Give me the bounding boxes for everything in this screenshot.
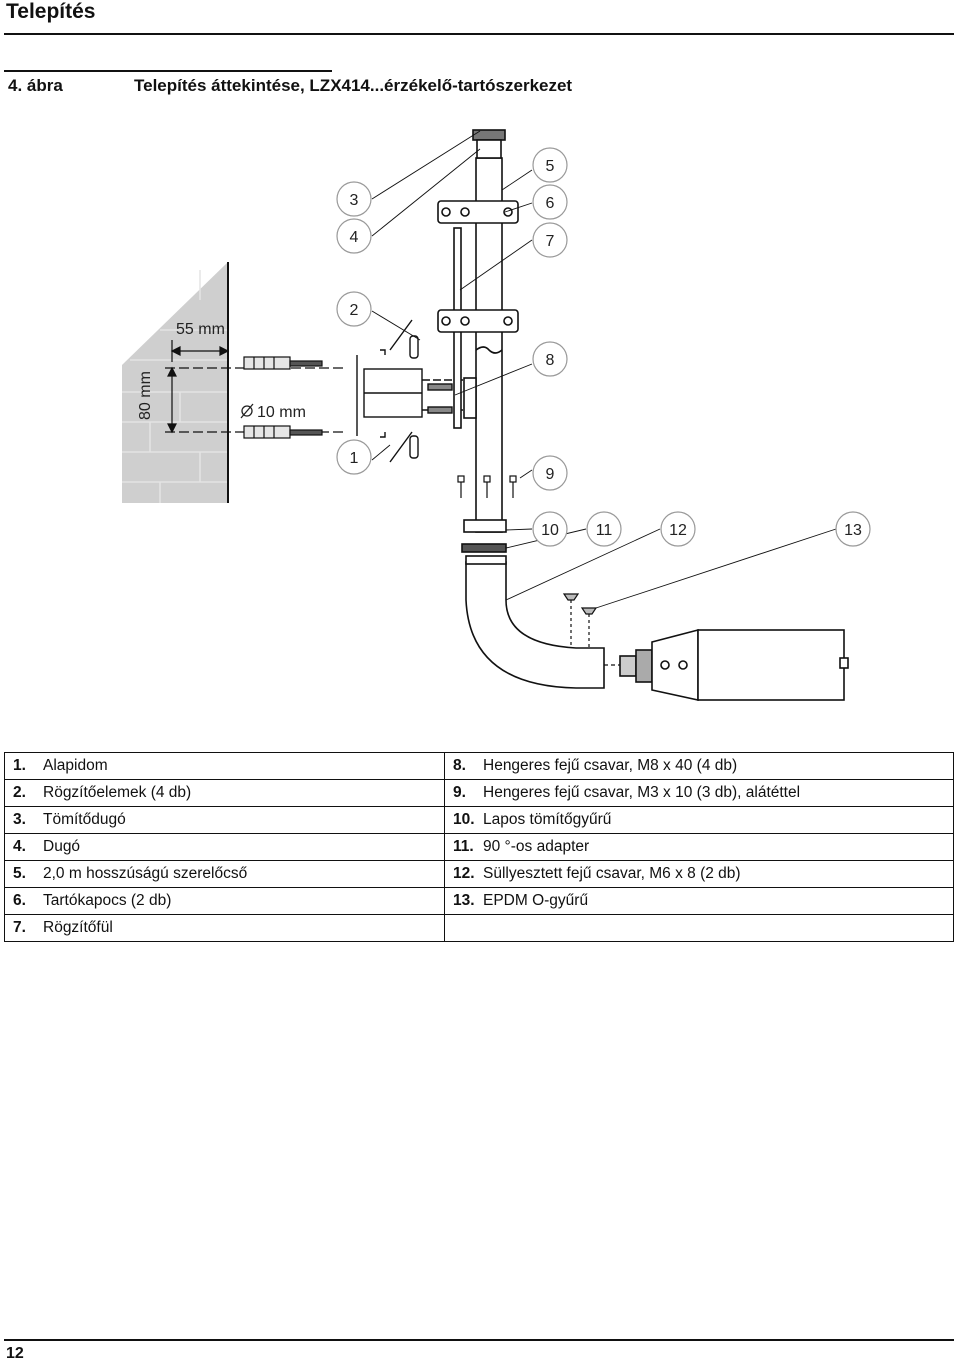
table-row: 6.Tartókapocs (2 db) 13.EPDM O-gyűrű bbox=[4, 887, 954, 915]
small-screws bbox=[457, 475, 517, 498]
svg-text:1: 1 bbox=[350, 450, 359, 467]
footer-rule bbox=[4, 1339, 954, 1341]
callout-4: 4 bbox=[336, 218, 372, 254]
table-row: 2.Rögzítőelemek (4 db) 9.Hengeres fejű c… bbox=[4, 779, 954, 807]
svg-text:11: 11 bbox=[596, 522, 613, 539]
table-row: 5.2,0 m hosszúságú szerelőcső 12.Süllyes… bbox=[4, 860, 954, 888]
wall-anchors bbox=[243, 356, 323, 439]
svg-text:12: 12 bbox=[669, 522, 687, 539]
callout-3: 3 bbox=[336, 181, 372, 217]
figure-caption: Telepítés áttekintése, LZX414...érzékelő… bbox=[134, 76, 573, 95]
callout-8: 8 bbox=[532, 341, 568, 377]
dim-80mm: 80 mm bbox=[137, 371, 154, 420]
installation-diagram: 55 mm 80 mm 10 mm bbox=[122, 129, 871, 701]
legend-cell: 2.Rögzítőelemek (4 db) bbox=[4, 779, 445, 807]
legend-cell: 7.Rögzítőfül bbox=[4, 914, 445, 942]
callout-6: 6 bbox=[532, 184, 568, 220]
dim-10mm: 10 mm bbox=[257, 404, 306, 421]
callout-13: 13 bbox=[835, 511, 871, 547]
legend-cell: 8.Hengeres fejű csavar, M8 x 40 (4 db) bbox=[444, 752, 954, 780]
legend-cell: 3.Tömítődugó bbox=[4, 806, 445, 834]
legend-cell: 11.90 °-os adapter bbox=[444, 833, 954, 861]
svg-text:10: 10 bbox=[541, 522, 559, 539]
legend-cell: 6.Tartókapocs (2 db) bbox=[4, 887, 445, 915]
title-rule bbox=[4, 33, 954, 35]
svg-text:5: 5 bbox=[546, 158, 555, 175]
legend-cell: 10.Lapos tömítőgyűrű bbox=[444, 806, 954, 834]
figure-rule bbox=[4, 70, 332, 72]
legend-cell: 5.2,0 m hosszúságú szerelőcső bbox=[4, 860, 445, 888]
page-title: Telepítés bbox=[6, 0, 96, 23]
callout-9: 9 bbox=[532, 455, 568, 491]
svg-text:4: 4 bbox=[350, 229, 359, 246]
callout-11: 11 bbox=[586, 511, 622, 547]
callout-7: 7 bbox=[532, 222, 568, 258]
table-row: 4.Dugó 11.90 °-os adapter bbox=[4, 833, 954, 861]
legend-cell: 9.Hengeres fejű csavar, M3 x 10 (3 db), … bbox=[444, 779, 954, 807]
figure-number: 4. ábra bbox=[8, 76, 63, 95]
sensor-body bbox=[619, 628, 849, 701]
svg-text:7: 7 bbox=[546, 233, 555, 250]
svg-text:2: 2 bbox=[350, 302, 359, 319]
legend-cell bbox=[444, 914, 954, 942]
table-row: 7.Rögzítőfül bbox=[4, 914, 954, 942]
countersunk-screws bbox=[562, 593, 598, 648]
base-plate bbox=[356, 319, 470, 463]
svg-text:9: 9 bbox=[546, 466, 555, 483]
callout-10: 10 bbox=[532, 511, 568, 547]
legend-cell: 12.Süllyesztett fejű csavar, M6 x 8 (2 d… bbox=[444, 860, 954, 888]
legend-table: 1.Alapidom 8.Hengeres fejű csavar, M8 x … bbox=[4, 752, 954, 942]
callout-2: 2 bbox=[336, 291, 372, 327]
mounting-tube bbox=[437, 129, 519, 553]
leader-lines bbox=[371, 130, 837, 609]
legend-cell: 13.EPDM O-gyűrű bbox=[444, 887, 954, 915]
table-row: 3.Tömítődugó 10.Lapos tömítőgyűrű bbox=[4, 806, 954, 834]
wall bbox=[122, 262, 229, 503]
table-row: 1.Alapidom 8.Hengeres fejű csavar, M8 x … bbox=[4, 752, 954, 780]
page-number: 12 bbox=[6, 1345, 24, 1362]
legend-cell: 4.Dugó bbox=[4, 833, 445, 861]
legend-cell: 1.Alapidom bbox=[4, 752, 445, 780]
callout-5: 5 bbox=[532, 147, 568, 183]
callout-12: 12 bbox=[660, 511, 696, 547]
dim-55mm: 55 mm bbox=[176, 321, 225, 338]
callout-1: 1 bbox=[336, 439, 372, 475]
svg-text:13: 13 bbox=[844, 522, 862, 539]
svg-text:3: 3 bbox=[350, 192, 359, 209]
svg-text:8: 8 bbox=[546, 352, 555, 369]
svg-text:6: 6 bbox=[546, 195, 555, 212]
diameter-icon bbox=[240, 403, 254, 419]
elbow-adapter bbox=[465, 555, 605, 689]
